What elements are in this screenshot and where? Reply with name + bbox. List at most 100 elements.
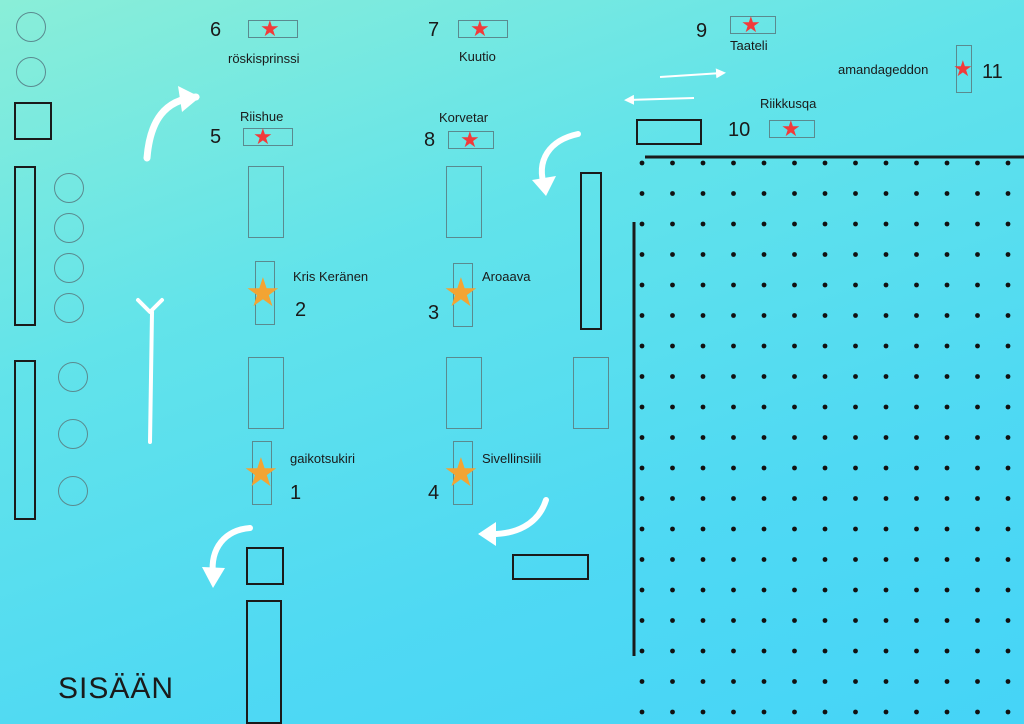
- grid-dot: [914, 618, 919, 623]
- grid-dot: [975, 679, 980, 684]
- grid-dot: [853, 191, 858, 196]
- grid-dot: [853, 709, 858, 715]
- grid-dot: [639, 587, 645, 593]
- grid-dot: [670, 435, 675, 440]
- grid-dot: [853, 496, 858, 501]
- grid-dot: [761, 313, 767, 318]
- grid-dot: [853, 313, 858, 318]
- grid-dot: [944, 648, 950, 654]
- grid-dot: [731, 282, 736, 288]
- grid-dot: [1005, 191, 1011, 196]
- grid-dot: [883, 221, 889, 227]
- grid-dot: [853, 648, 858, 654]
- booth-box-6: [248, 20, 298, 38]
- arrow-icon: [148, 310, 154, 444]
- grid-dot: [761, 221, 767, 227]
- grid-dot: [1005, 679, 1011, 684]
- booth-name: Kris Keränen: [293, 269, 369, 284]
- grid-dot: [700, 191, 706, 196]
- grid-dot: [914, 648, 919, 654]
- grid-dot: [639, 343, 645, 349]
- star-icon: ★: [953, 56, 973, 81]
- grid-dot: [700, 679, 706, 684]
- booth-number: 5: [210, 126, 222, 148]
- grid-dot: [731, 618, 736, 623]
- grid-dot: [944, 252, 950, 257]
- grid-dot: [761, 679, 767, 684]
- grid-dot: [883, 679, 889, 684]
- grid-dot: [853, 679, 858, 684]
- grid-dot: [822, 587, 828, 593]
- grid-dot: [883, 618, 889, 623]
- grid-dot: [761, 252, 767, 257]
- grid-dot: [761, 343, 767, 349]
- grid-dot: [700, 496, 706, 501]
- grid-dot: [944, 343, 950, 349]
- grid-dot: [822, 435, 828, 440]
- grid-dot: [975, 618, 980, 623]
- grid-dot: [700, 252, 706, 257]
- table: [252, 441, 272, 505]
- grid-dot: [639, 313, 645, 318]
- table: [512, 554, 589, 580]
- grid-dot: [914, 557, 919, 562]
- arrow-icon: [624, 94, 695, 105]
- grid-dot: [944, 404, 950, 410]
- grid-dot: [975, 526, 980, 532]
- grid-dot: [853, 404, 858, 410]
- table: [573, 357, 609, 429]
- grid-dot: [792, 221, 797, 227]
- grid-dot: [639, 496, 645, 501]
- grid-dot: [761, 587, 767, 593]
- round-table: [16, 57, 46, 87]
- round-table: [54, 293, 84, 323]
- arrow-icon: [532, 176, 556, 196]
- grid-dot: [700, 282, 706, 288]
- grid-dot: [1005, 313, 1011, 318]
- grid-dot: [670, 221, 675, 227]
- grid-dot: [792, 282, 797, 288]
- grid-dot: [853, 587, 858, 593]
- grid-dot: [700, 648, 706, 654]
- grid-dot: [639, 465, 645, 471]
- star-icon: ★: [781, 116, 801, 141]
- grid-dot: [1005, 404, 1011, 410]
- grid-dot: [700, 313, 706, 318]
- grid-dot: [822, 404, 828, 410]
- table: [636, 119, 702, 145]
- grid-dot: [700, 526, 706, 532]
- table: [453, 441, 473, 505]
- star-icon: ★: [443, 451, 479, 495]
- grid-dot: [914, 404, 919, 410]
- grid-dot: [944, 557, 950, 562]
- grid-dot: [944, 435, 950, 440]
- grid-dot: [822, 343, 828, 349]
- grid-dot: [944, 679, 950, 684]
- grid-dot: [822, 221, 828, 227]
- booth-name: Kuutio: [459, 49, 496, 64]
- grid-dot: [822, 648, 828, 654]
- grid-dot: [853, 221, 858, 227]
- grid-dot: [914, 709, 919, 715]
- grid-dot: [670, 618, 675, 623]
- grid-dot: [883, 282, 889, 288]
- booth-number: 11: [982, 61, 1003, 83]
- grid-dot: [822, 191, 828, 196]
- grid-dot: [944, 587, 950, 593]
- grid-dot: [914, 343, 919, 349]
- grid-dot: [792, 648, 797, 654]
- grid-dot: [944, 618, 950, 623]
- grid-dot: [1005, 465, 1011, 471]
- table: [248, 166, 284, 238]
- grid-dot: [639, 160, 645, 166]
- grid-dot: [975, 648, 980, 654]
- grid-dot: [639, 618, 645, 623]
- grid-dot: [1005, 648, 1011, 654]
- arrow-icon: [136, 298, 164, 314]
- grid-dot: [822, 496, 828, 501]
- grid-dot: [853, 435, 858, 440]
- grid-dot: [731, 160, 736, 166]
- grid-dot: [944, 526, 950, 532]
- grid-dot: [1005, 496, 1011, 501]
